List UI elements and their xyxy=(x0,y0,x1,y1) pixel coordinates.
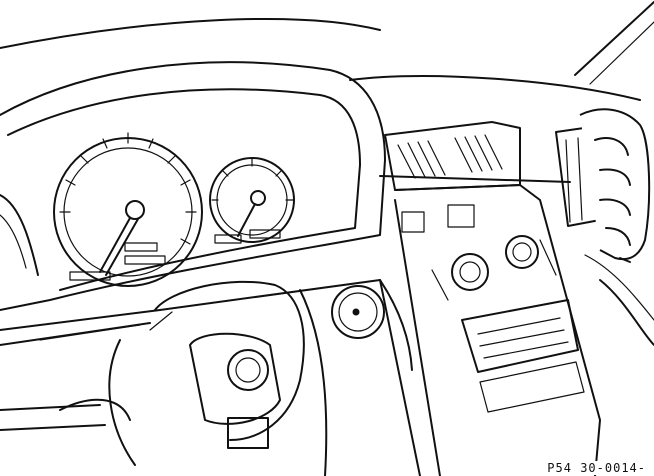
steering-column xyxy=(0,280,305,466)
center-console xyxy=(379,184,601,476)
speedometer-gauge xyxy=(53,132,203,287)
dashboard-lower-panel xyxy=(0,279,413,476)
left-vent xyxy=(0,194,39,276)
round-switch xyxy=(331,285,385,339)
hand-with-tool-icon xyxy=(555,108,651,263)
windshield-frame xyxy=(0,1,654,101)
center-vent-area xyxy=(379,121,571,191)
right-door-panel xyxy=(584,254,654,346)
instrument-cluster-hood xyxy=(0,61,386,311)
figure-reference-code: P54 30-0014- xyxy=(545,461,648,475)
secondary-gauge xyxy=(209,157,295,244)
